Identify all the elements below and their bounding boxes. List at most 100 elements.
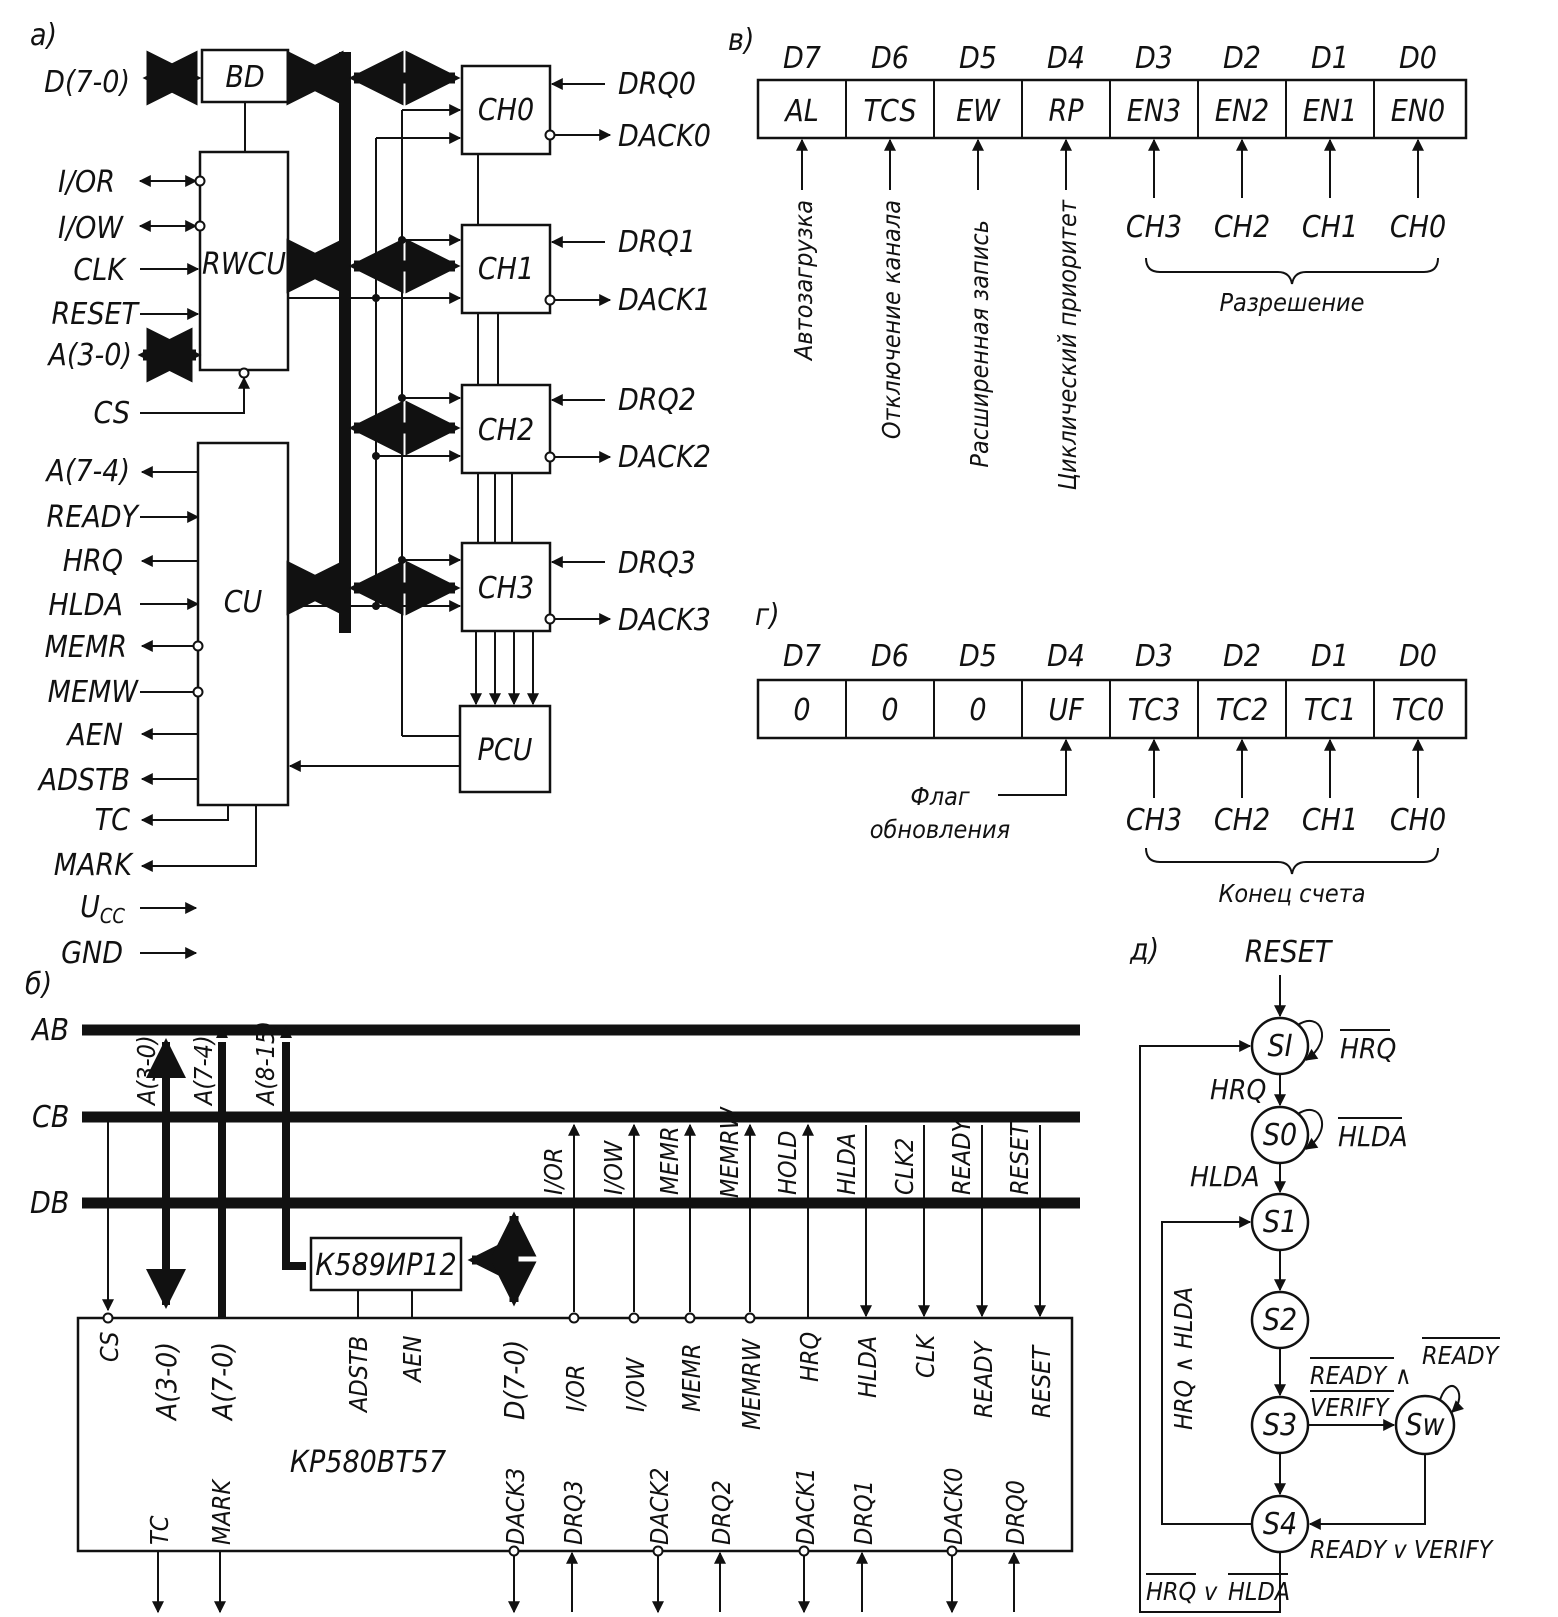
- dack3-label: DACK3: [618, 603, 711, 638]
- bus-ab-label: AB: [30, 1013, 69, 1048]
- internal-control-lines: [288, 104, 539, 772]
- tc-ch0: CH0: [1390, 803, 1446, 838]
- pin-memr: MEMR: [677, 1343, 706, 1412]
- cb-ready: READY: [947, 1116, 976, 1195]
- mode-cell-en0: EN0: [1391, 94, 1445, 129]
- pin-a70: A(7-0): [206, 1342, 239, 1422]
- status-cell-tc0: TC0: [1392, 693, 1445, 728]
- cond-hrq-and-hlda: HRQ ∧ HLDA: [1169, 1287, 1198, 1430]
- sig-tc: TC: [95, 803, 130, 838]
- pin-ior: I/OR: [561, 1364, 590, 1412]
- flag-line1: Флаг: [910, 782, 970, 811]
- note-channel-disable: Отключение канала: [877, 200, 906, 439]
- en-ch2: CH2: [1214, 210, 1270, 245]
- pin-ready: READY: [969, 1339, 998, 1418]
- pin-drq2: DRQ2: [707, 1480, 736, 1545]
- ch0-block: [460, 64, 552, 156]
- pin-memrw: MEMRW: [737, 1338, 766, 1430]
- sig-ior: I/OR: [58, 165, 115, 200]
- cb-memrw: MEMRW: [715, 1106, 744, 1198]
- pin-adstb: ADSTB: [344, 1336, 373, 1414]
- mode-cell-tcs: TCS: [863, 94, 916, 129]
- pin-dack2: DACK2: [645, 1468, 674, 1545]
- cond-ready-or-verify: READY v VERIFY: [1310, 1535, 1495, 1564]
- sig-memr: MEMR: [45, 630, 127, 665]
- sig-d70: D(7-0): [44, 65, 130, 100]
- tc-ch2: CH2: [1214, 803, 1270, 838]
- status-cell-tc1: TC1: [1304, 693, 1357, 728]
- bus-db-label: DB: [30, 1186, 69, 1221]
- mode-cell-rp: RP: [1048, 94, 1084, 129]
- status-bit-d2: D2: [1223, 639, 1261, 674]
- note-autoload: Автозагрузка: [789, 200, 818, 362]
- reset-label: RESET: [1245, 935, 1334, 970]
- mode-cell-al: AL: [783, 94, 819, 129]
- sig-a74: A(7-4): [44, 454, 130, 489]
- drq2-label: DRQ2: [618, 383, 696, 418]
- cb-reset: RESET: [1005, 1121, 1034, 1195]
- ch2-block: [460, 383, 552, 475]
- state-transitions: [1139, 1019, 1464, 1613]
- latch-label: К589ИР12: [315, 1248, 456, 1283]
- mode-register-box: [756, 78, 1468, 140]
- part-g-label: г): [755, 598, 780, 633]
- mode-cell-ew: EW: [956, 94, 1001, 129]
- sig-hrq: HRQ: [63, 544, 123, 579]
- cond-hrq-bar2: HRQ: [1146, 1577, 1196, 1606]
- part-v-label: в): [728, 23, 754, 58]
- pin-clk: CLK: [911, 1333, 940, 1378]
- cb-iow: I/OW: [599, 1140, 628, 1195]
- sig-mark: MARK: [54, 848, 134, 883]
- sig-ucc: UCC: [80, 890, 125, 928]
- cb-control-labels: I/OR I/OW MEMR MEMRW HOLD HLDA CLK2 READ…: [539, 1106, 1034, 1198]
- mode-bit-d3: D3: [1135, 41, 1173, 76]
- status-cell-uf: UF: [1048, 693, 1084, 728]
- chip-label: КР580ВТ57: [290, 1445, 446, 1480]
- drq3-label: DRQ3: [618, 546, 696, 581]
- pin-dack3: DACK3: [501, 1468, 530, 1545]
- part-d-state-diagram: д) RESET SI S0 S1 S2 S3 Sw S4 HRQ HRQ HL…: [1129, 933, 1501, 1613]
- status-cell-tc3: TC3: [1128, 693, 1181, 728]
- mode-cell-en1: EN1: [1303, 94, 1357, 129]
- cond-ready-bar-a: READY: [1310, 1361, 1389, 1390]
- pin-dack0: DACK0: [939, 1468, 968, 1545]
- pin-hlda: HLDA: [853, 1336, 882, 1398]
- chip-bottom-pins: TC MARK DACK3 DRQ3 DACK2 DRQ2 DACK1 DRQ1…: [145, 1468, 1030, 1545]
- flag-line2: обновления: [870, 815, 1010, 844]
- chip-bottom-arrows: [152, 1545, 1020, 1614]
- mode-cell-en3: EN3: [1127, 94, 1181, 129]
- pin-tc: TC: [145, 1515, 174, 1545]
- status-bit-d0: D0: [1399, 639, 1437, 674]
- chip-top-pins: CS A(3-0) A(7-0) ADSTB AEN D(7-0) I/OR I…: [95, 1332, 1056, 1430]
- mode-bit-d2: D2: [1223, 41, 1261, 76]
- cond-hrq: HRQ: [1210, 1073, 1266, 1106]
- tc-brace-label: Конец счета: [1218, 879, 1365, 908]
- status-cell-tc2: TC2: [1216, 693, 1269, 728]
- state-s4-label: S4: [1263, 1507, 1297, 1542]
- sig-ucc-sub: CC: [100, 904, 126, 928]
- cond-hlda-bar2: HLDA: [1228, 1577, 1290, 1606]
- tc-brace: [1145, 847, 1439, 875]
- cond-ready-bar-b: READY: [1422, 1341, 1501, 1370]
- pin-reset: RESET: [1027, 1344, 1056, 1418]
- cond-hlda-bar: HLDA: [1338, 1120, 1408, 1153]
- mode-cells: AL TCS EW RP EN3 EN2 EN1 EN0: [783, 94, 1445, 129]
- sig-clk: CLK: [73, 253, 127, 288]
- status-cells: 0 0 0 UF TC3 TC2 TC1 TC0: [793, 693, 1444, 728]
- drq0-label: DRQ0: [618, 67, 696, 102]
- pin-cs: CS: [95, 1332, 124, 1362]
- tc-ch3: CH3: [1126, 803, 1182, 838]
- en-ch1: CH1: [1302, 210, 1358, 245]
- cu-block: [196, 441, 290, 807]
- tap-a30: A(3-0): [132, 1035, 161, 1107]
- en-ch3: CH3: [1126, 210, 1182, 245]
- bus-cb-label: CB: [32, 1100, 69, 1135]
- ch3-block: [460, 541, 552, 633]
- bd-block-label: BD: [225, 60, 264, 95]
- mode-bit-d0: D0: [1399, 41, 1437, 76]
- tap-a815: A(8-15): [251, 1021, 280, 1107]
- status-bit-d3: D3: [1135, 639, 1173, 674]
- pin-hrq: HRQ: [795, 1332, 824, 1382]
- sig-hlda: HLDA: [48, 588, 123, 623]
